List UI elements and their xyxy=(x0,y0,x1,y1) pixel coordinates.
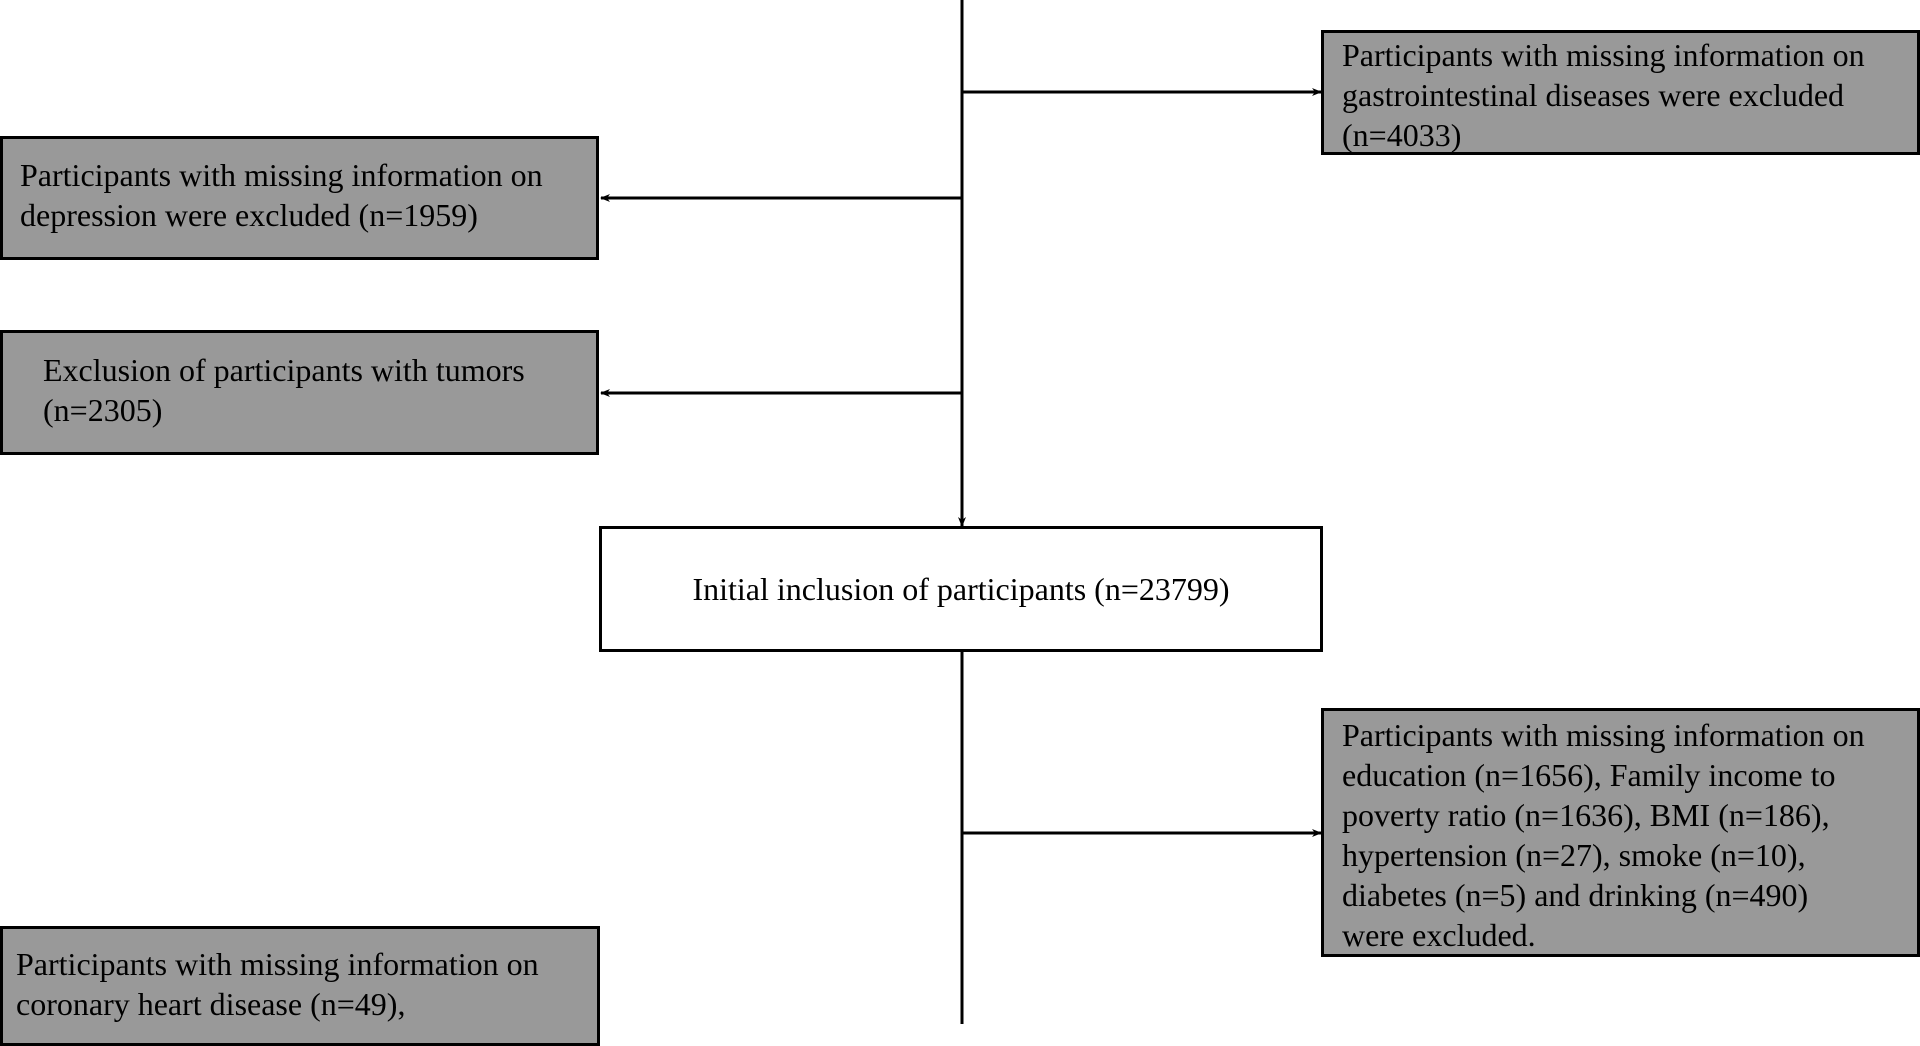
covariates-exclusion-text: Participants with missing information on… xyxy=(1342,717,1865,953)
gastro-exclusion-box: Participants with missing information on… xyxy=(1321,30,1920,155)
chd-exclusion-box: Participants with missing information on… xyxy=(0,926,600,1046)
tumor-exclusion-box: Exclusion of participants with tumors (n… xyxy=(0,330,599,455)
connector-lines xyxy=(600,0,1322,1024)
gastro-exclusion-text: Participants with missing information on… xyxy=(1342,37,1865,153)
depression-exclusion-text: Participants with missing information on… xyxy=(20,157,543,233)
initial-inclusion-box: Initial inclusion of participants (n=237… xyxy=(599,526,1323,652)
chd-exclusion-text: Participants with missing information on… xyxy=(16,946,539,1022)
initial-inclusion-text: Initial inclusion of participants (n=237… xyxy=(692,571,1230,607)
tumor-exclusion-text: Exclusion of participants with tumors (n… xyxy=(43,352,525,428)
depression-exclusion-box: Participants with missing information on… xyxy=(0,136,599,260)
covariates-exclusion-box: Participants with missing information on… xyxy=(1321,708,1920,957)
